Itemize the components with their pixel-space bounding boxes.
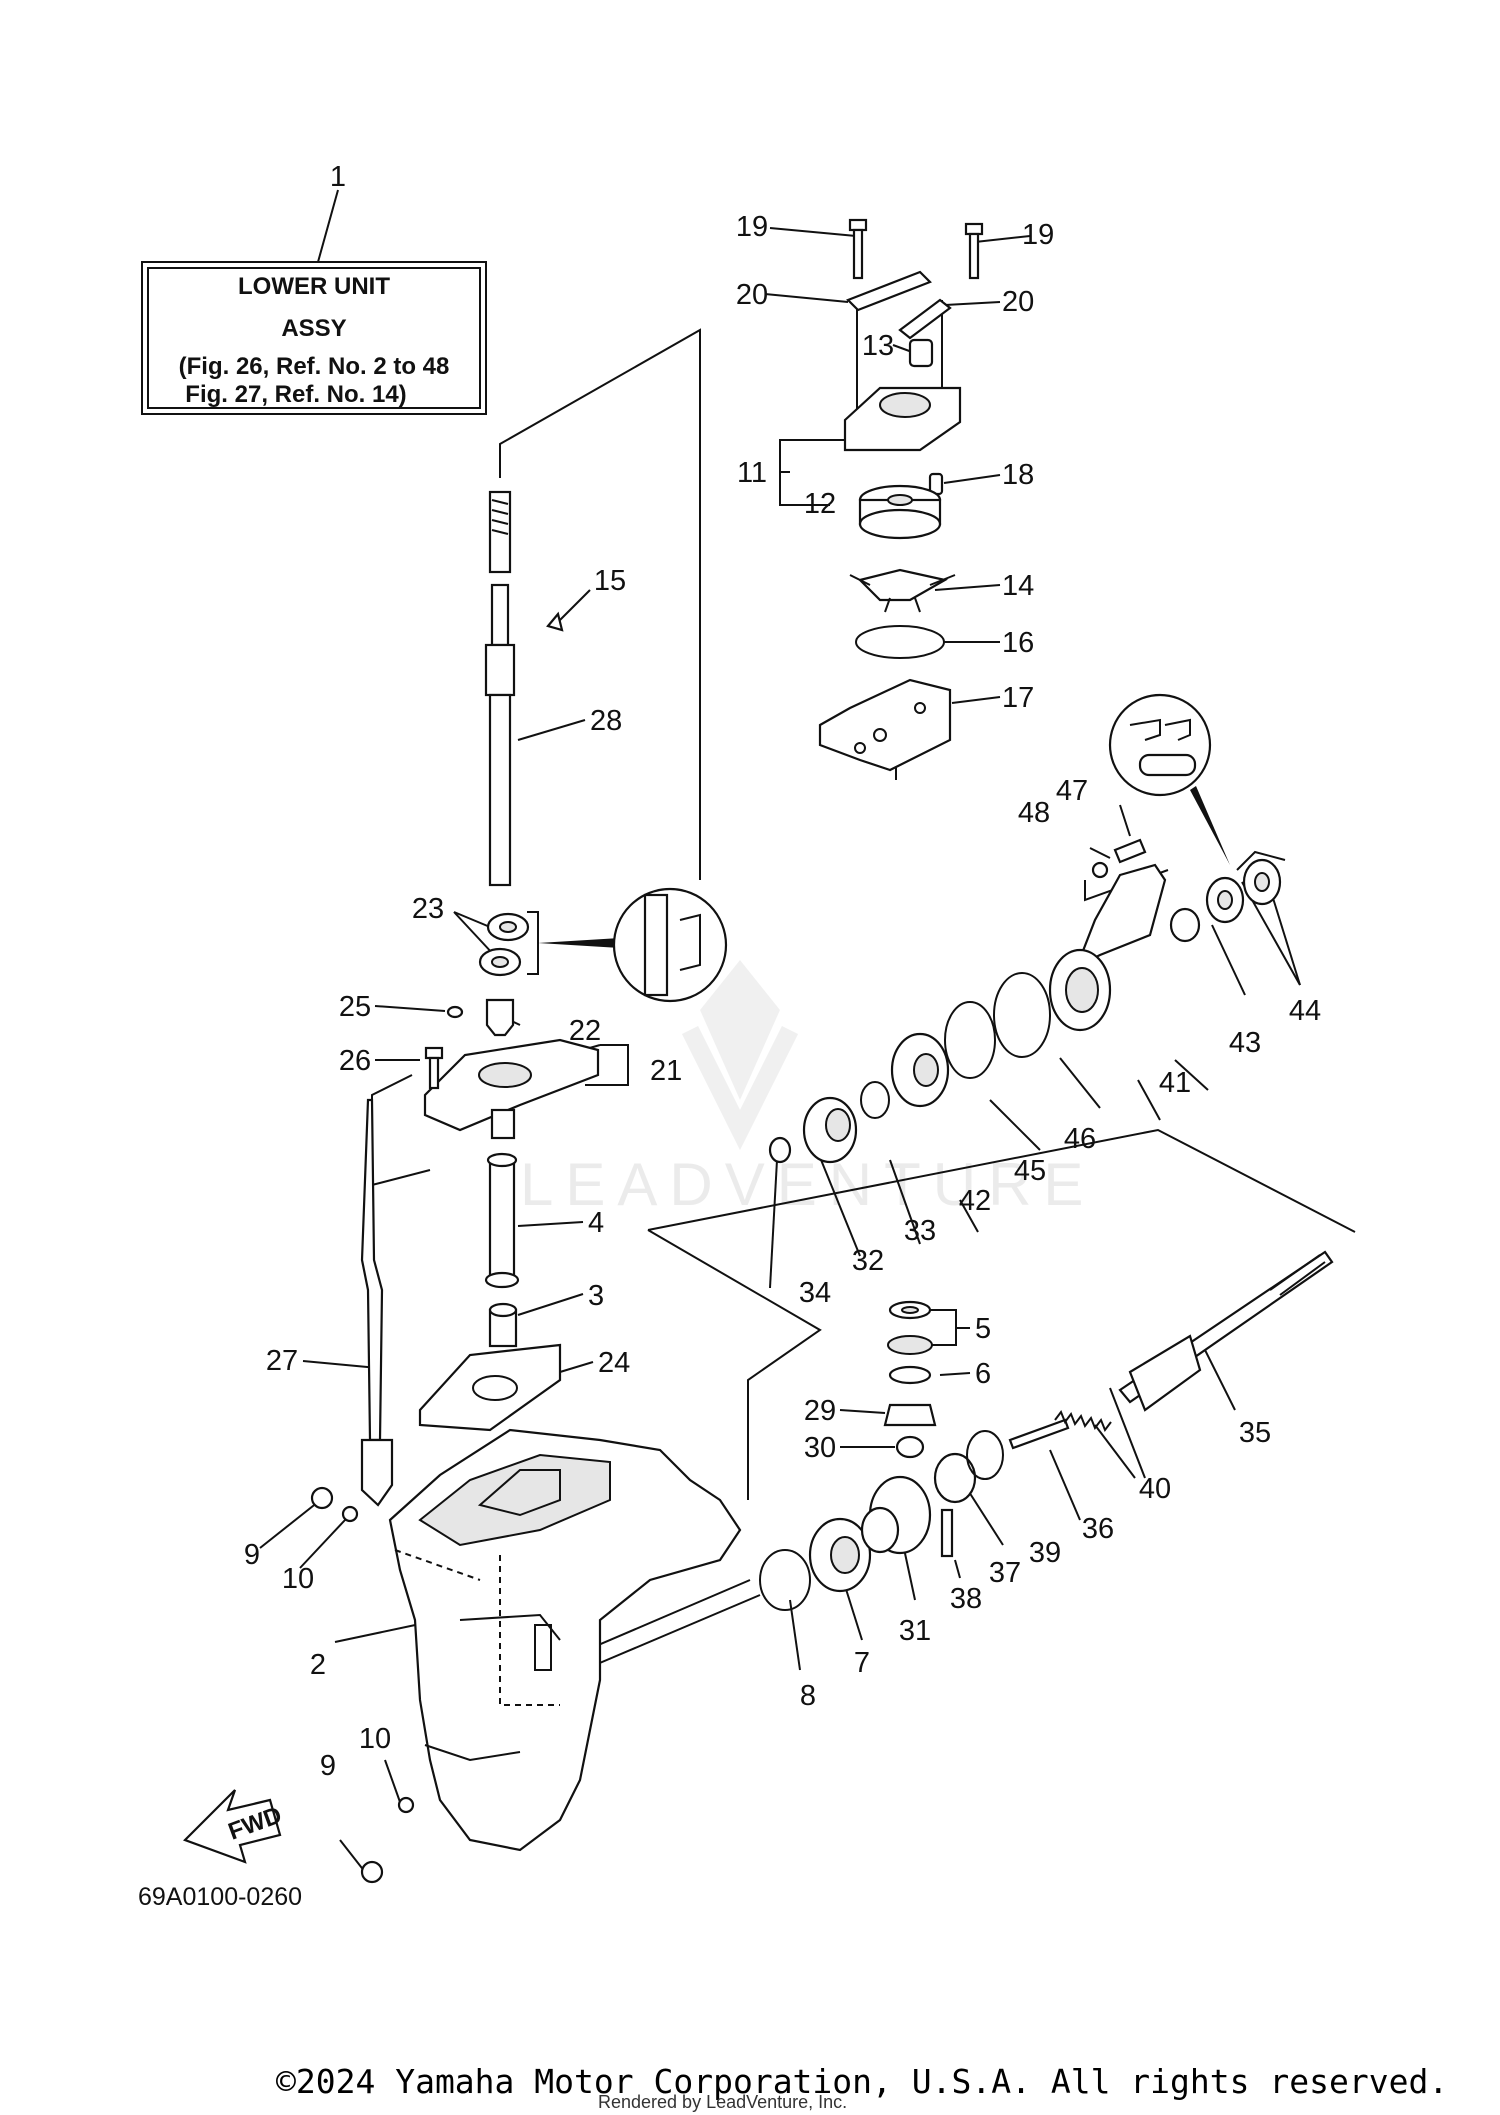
callout-23: 23: [412, 893, 444, 925]
callout-25: 25: [339, 991, 371, 1023]
callout-35: 35: [1239, 1417, 1271, 1449]
callout-28: 28: [590, 705, 622, 737]
callout-11: 11: [737, 457, 767, 489]
fwd-arrow-icon: FWD: [183, 1789, 285, 1864]
copyright-notice: ©2024 Yamaha Motor Corporation, U.S.A. A…: [276, 2062, 1448, 2101]
callout-19-right: 19: [1022, 219, 1054, 251]
callout-45: 45: [1014, 1155, 1046, 1187]
callout-40: 40: [1139, 1473, 1171, 1505]
callout-26: 26: [339, 1045, 371, 1077]
callout-42: 42: [959, 1185, 991, 1217]
callout-16: 16: [1002, 627, 1034, 659]
callout-2: 2: [310, 1649, 326, 1681]
callout-3: 3: [588, 1280, 604, 1312]
callout-1: 1: [330, 161, 346, 193]
callout-14: 14: [1002, 570, 1034, 602]
callout-17: 17: [1002, 682, 1034, 714]
callout-20-left: 20: [736, 279, 768, 311]
callout-43: 43: [1229, 1027, 1261, 1059]
assy-box-line3: (Fig. 26, Ref. No. 2 to 48: [179, 353, 450, 380]
callout-33: 33: [904, 1215, 936, 1247]
callout-10-top: 10: [282, 1563, 314, 1595]
callout-27: 27: [266, 1345, 298, 1377]
callout-46: 46: [1064, 1123, 1096, 1155]
part-code: 69A0100-0260: [138, 1883, 302, 1911]
callout-8: 8: [800, 1680, 816, 1712]
callout-44: 44: [1289, 995, 1321, 1027]
callout-5: 5: [975, 1313, 991, 1345]
callout-30: 30: [804, 1432, 836, 1464]
callout-24: 24: [598, 1347, 630, 1379]
callout-22: 22: [569, 1015, 601, 1047]
assy-box-line2: ASSY: [281, 315, 346, 342]
assy-box: LOWER UNIT ASSY (Fig. 26, Ref. No. 2 to …: [141, 189, 487, 415]
callout-37: 37: [989, 1557, 1021, 1589]
callout-34: 34: [799, 1277, 831, 1309]
callout-9-top: 9: [244, 1539, 260, 1571]
callout-6: 6: [975, 1358, 991, 1390]
callout-18: 18: [1002, 459, 1034, 491]
leadventure-watermark: LEADVENTURE: [520, 960, 1095, 1218]
assy-box-line1: LOWER UNIT: [238, 273, 390, 300]
callout-38: 38: [950, 1583, 982, 1615]
assy-box-line4: Fig. 27, Ref. No. 14): [185, 381, 406, 408]
callout-labels: 1 19 19 20 20 13 11 12 18 15 14 16 17 28…: [244, 161, 1321, 1782]
callout-21: 21: [650, 1055, 682, 1087]
callout-29: 29: [804, 1395, 836, 1427]
callout-10-bottom: 10: [359, 1723, 391, 1755]
callout-39: 39: [1029, 1537, 1061, 1569]
callout-4: 4: [588, 1207, 604, 1239]
callout-47: 47: [1056, 775, 1088, 807]
callout-31: 31: [899, 1615, 931, 1647]
callout-41: 41: [1159, 1067, 1191, 1099]
callout-20-right: 20: [1002, 286, 1034, 318]
callout-9-bottom: 9: [320, 1750, 336, 1782]
callout-36: 36: [1082, 1513, 1114, 1545]
bolt-19-left: [848, 218, 868, 280]
watermark-v-icon: [681, 1025, 799, 1151]
callout-15: 15: [594, 565, 626, 597]
callout-32: 32: [852, 1245, 884, 1277]
parts: FWD: [183, 218, 1334, 1884]
watermark-flame-icon: [700, 960, 780, 1100]
callout-7: 7: [854, 1647, 870, 1679]
callout-12: 12: [804, 488, 836, 520]
callout-13: 13: [862, 330, 894, 362]
callout-48: 48: [1018, 797, 1050, 829]
callout-19-left: 19: [736, 211, 768, 243]
rendered-by: Rendered by LeadVenture, Inc.: [598, 2092, 847, 2112]
watermark-text: LEADVENTURE: [520, 1151, 1095, 1218]
bolt-19-right: [964, 222, 984, 280]
